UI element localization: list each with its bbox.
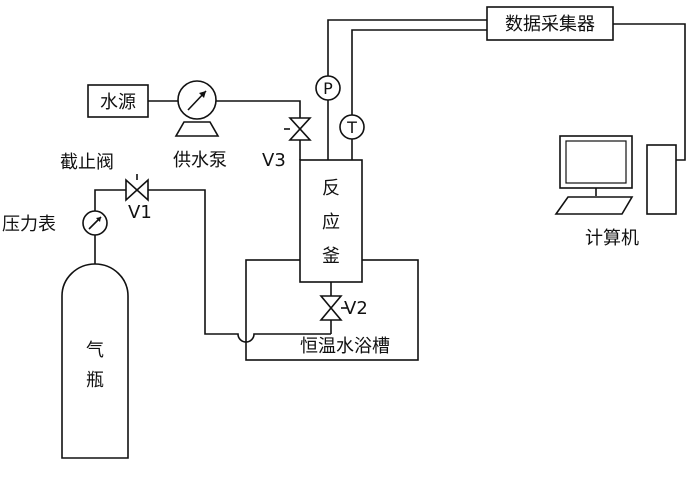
valve-v3-icon (284, 117, 312, 141)
valve-v2-icon (319, 295, 347, 321)
pump-outlet-line (216, 100, 301, 118)
reactor-label-2: 应 (322, 212, 340, 233)
computer-icon (554, 135, 677, 215)
data-collector-box (486, 6, 614, 41)
gas-supply-line (148, 189, 331, 343)
pressure-sensor-label: P (323, 79, 333, 98)
pressure-gauge-icon (82, 210, 108, 236)
gas-cylinder (61, 263, 129, 459)
gauge-to-valve-line (94, 189, 126, 211)
data-collector-label: 数据采集器 (505, 14, 595, 35)
water-pump-label: 供水泵 (173, 150, 227, 171)
reactor-box (299, 159, 363, 283)
reactor-label-1: 反 (322, 178, 340, 199)
stop-valve-label: 截止阀 (60, 152, 114, 173)
pressure-signal-line (327, 19, 487, 80)
water-bath-label: 恒温水浴槽 (300, 336, 390, 357)
computer-signal-line (613, 23, 686, 161)
cylinder-label-2: 瓶 (86, 370, 104, 391)
temperature-signal-line (351, 29, 487, 115)
pressure-gauge-label: 压力表 (2, 214, 56, 235)
reactor-label-3: 釜 (322, 246, 340, 267)
valve-v2-label: V2 (344, 298, 368, 319)
water-source-box (87, 84, 149, 118)
valve-v3-label: V3 (262, 150, 286, 171)
cylinder-label-1: 气 (86, 340, 104, 361)
valve-v1-icon (125, 174, 149, 202)
temperature-sensor-label: T (346, 118, 357, 137)
pump-icon (174, 80, 220, 137)
valve-v1-label: V1 (128, 202, 152, 223)
computer-label: 计算机 (585, 228, 639, 249)
water-source-label: 水源 (100, 92, 136, 113)
